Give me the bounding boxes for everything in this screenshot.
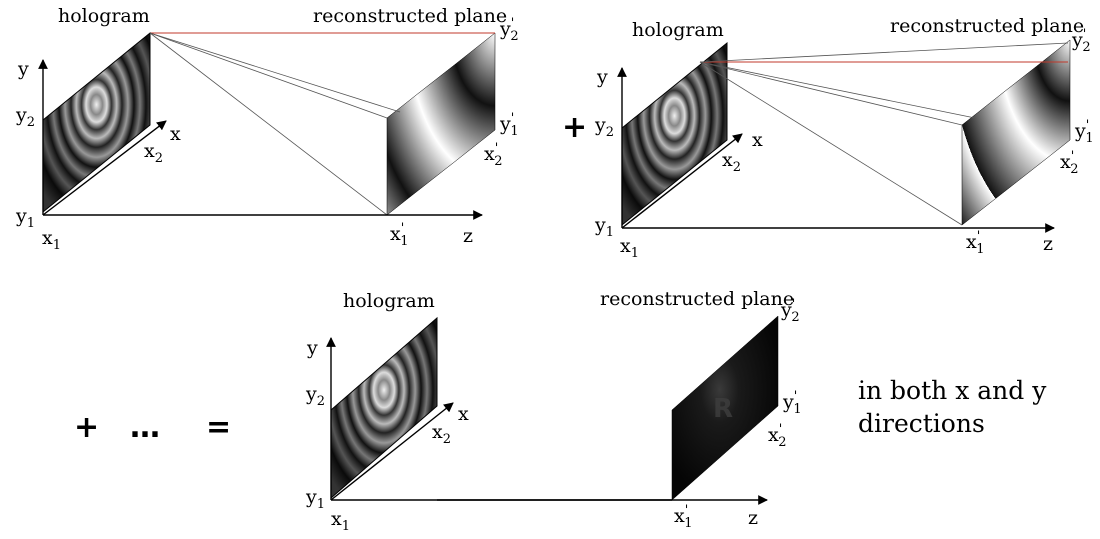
plane-label: reconstructed plane: [313, 5, 507, 27]
ray: [699, 61, 963, 226]
z-label: z: [463, 225, 473, 247]
panel-3: R hologram reconstructed plane y y2 y1 x…: [305, 288, 802, 534]
x2-prime-label: x'2: [484, 141, 503, 169]
x2-label: x2: [144, 140, 163, 166]
equals-sign: =: [206, 410, 231, 445]
x1-prime-label: x'1: [966, 229, 985, 257]
hologram-label: hologram: [343, 290, 435, 312]
panel-2: + hologram reconstructed plane y y2 y1 x…: [562, 15, 1094, 261]
y2-label: y2: [15, 104, 35, 130]
plus-sign: +: [74, 410, 99, 445]
plane-label: reconstructed plane: [890, 15, 1084, 37]
panel-1: hologram reconstructed plane y y2 y1 x1 …: [15, 5, 519, 253]
reconstructed-plane: [386, 32, 496, 216]
caption-line-1: in both x and y: [858, 376, 1047, 405]
reconstructed-plane: [961, 39, 1071, 226]
ray: [699, 61, 963, 126]
y2-prime-label: y'2: [1071, 27, 1091, 55]
y2-prime-label: y'2: [780, 297, 800, 325]
x-axis: [621, 133, 743, 229]
hologram-label: hologram: [632, 19, 724, 41]
ray: [149, 32, 388, 119]
x1-label: x1: [331, 508, 350, 534]
x-axis: [330, 402, 454, 501]
plane-label: reconstructed plane: [600, 288, 794, 310]
y1-prime-label: y'1: [782, 389, 802, 417]
ellipsis: …: [130, 410, 160, 445]
x1-prime-label: x'1: [674, 503, 693, 531]
y2-prime-label: y'2: [499, 16, 519, 44]
reconstructed-plane: [671, 315, 779, 501]
x-label: x: [458, 403, 469, 425]
reconstructed-letter: R: [713, 394, 733, 424]
ray: [699, 61, 976, 119]
x1-prime-label: x'1: [390, 221, 409, 249]
x2-prime-label: x'2: [768, 422, 787, 450]
x1-label: x1: [620, 235, 639, 261]
x1-label: x1: [42, 227, 61, 253]
x-label: x: [170, 123, 181, 145]
x2-prime-label: x'2: [1060, 149, 1079, 177]
y1-label: y1: [15, 205, 35, 231]
ray: [149, 32, 388, 216]
ray: [149, 32, 401, 113]
ray: [699, 42, 1069, 63]
y2-label: y2: [594, 114, 614, 140]
y-label: y: [306, 337, 318, 359]
x-label: x: [752, 129, 763, 151]
y2-label: y2: [305, 383, 325, 409]
z-label: z: [748, 507, 758, 529]
y1-prime-label: y'1: [1074, 118, 1094, 146]
y1-label: y1: [594, 214, 614, 240]
x-axis: [42, 120, 167, 216]
caption-line-2: directions: [858, 409, 985, 438]
hologram-plane: [621, 41, 728, 227]
y-label: y: [17, 58, 29, 80]
plus-sign: +: [562, 110, 587, 145]
hologram-plane: [42, 31, 151, 214]
y1-prime-label: y'1: [499, 111, 519, 139]
y1-label: y1: [305, 486, 325, 512]
hologram-plane: [330, 316, 438, 500]
hologram-label: hologram: [58, 5, 150, 27]
equation: + … =: [74, 410, 231, 445]
x2-label: x2: [722, 149, 741, 175]
x2-label: x2: [432, 421, 451, 447]
z-label: z: [1043, 233, 1053, 255]
y-label: y: [596, 66, 608, 88]
